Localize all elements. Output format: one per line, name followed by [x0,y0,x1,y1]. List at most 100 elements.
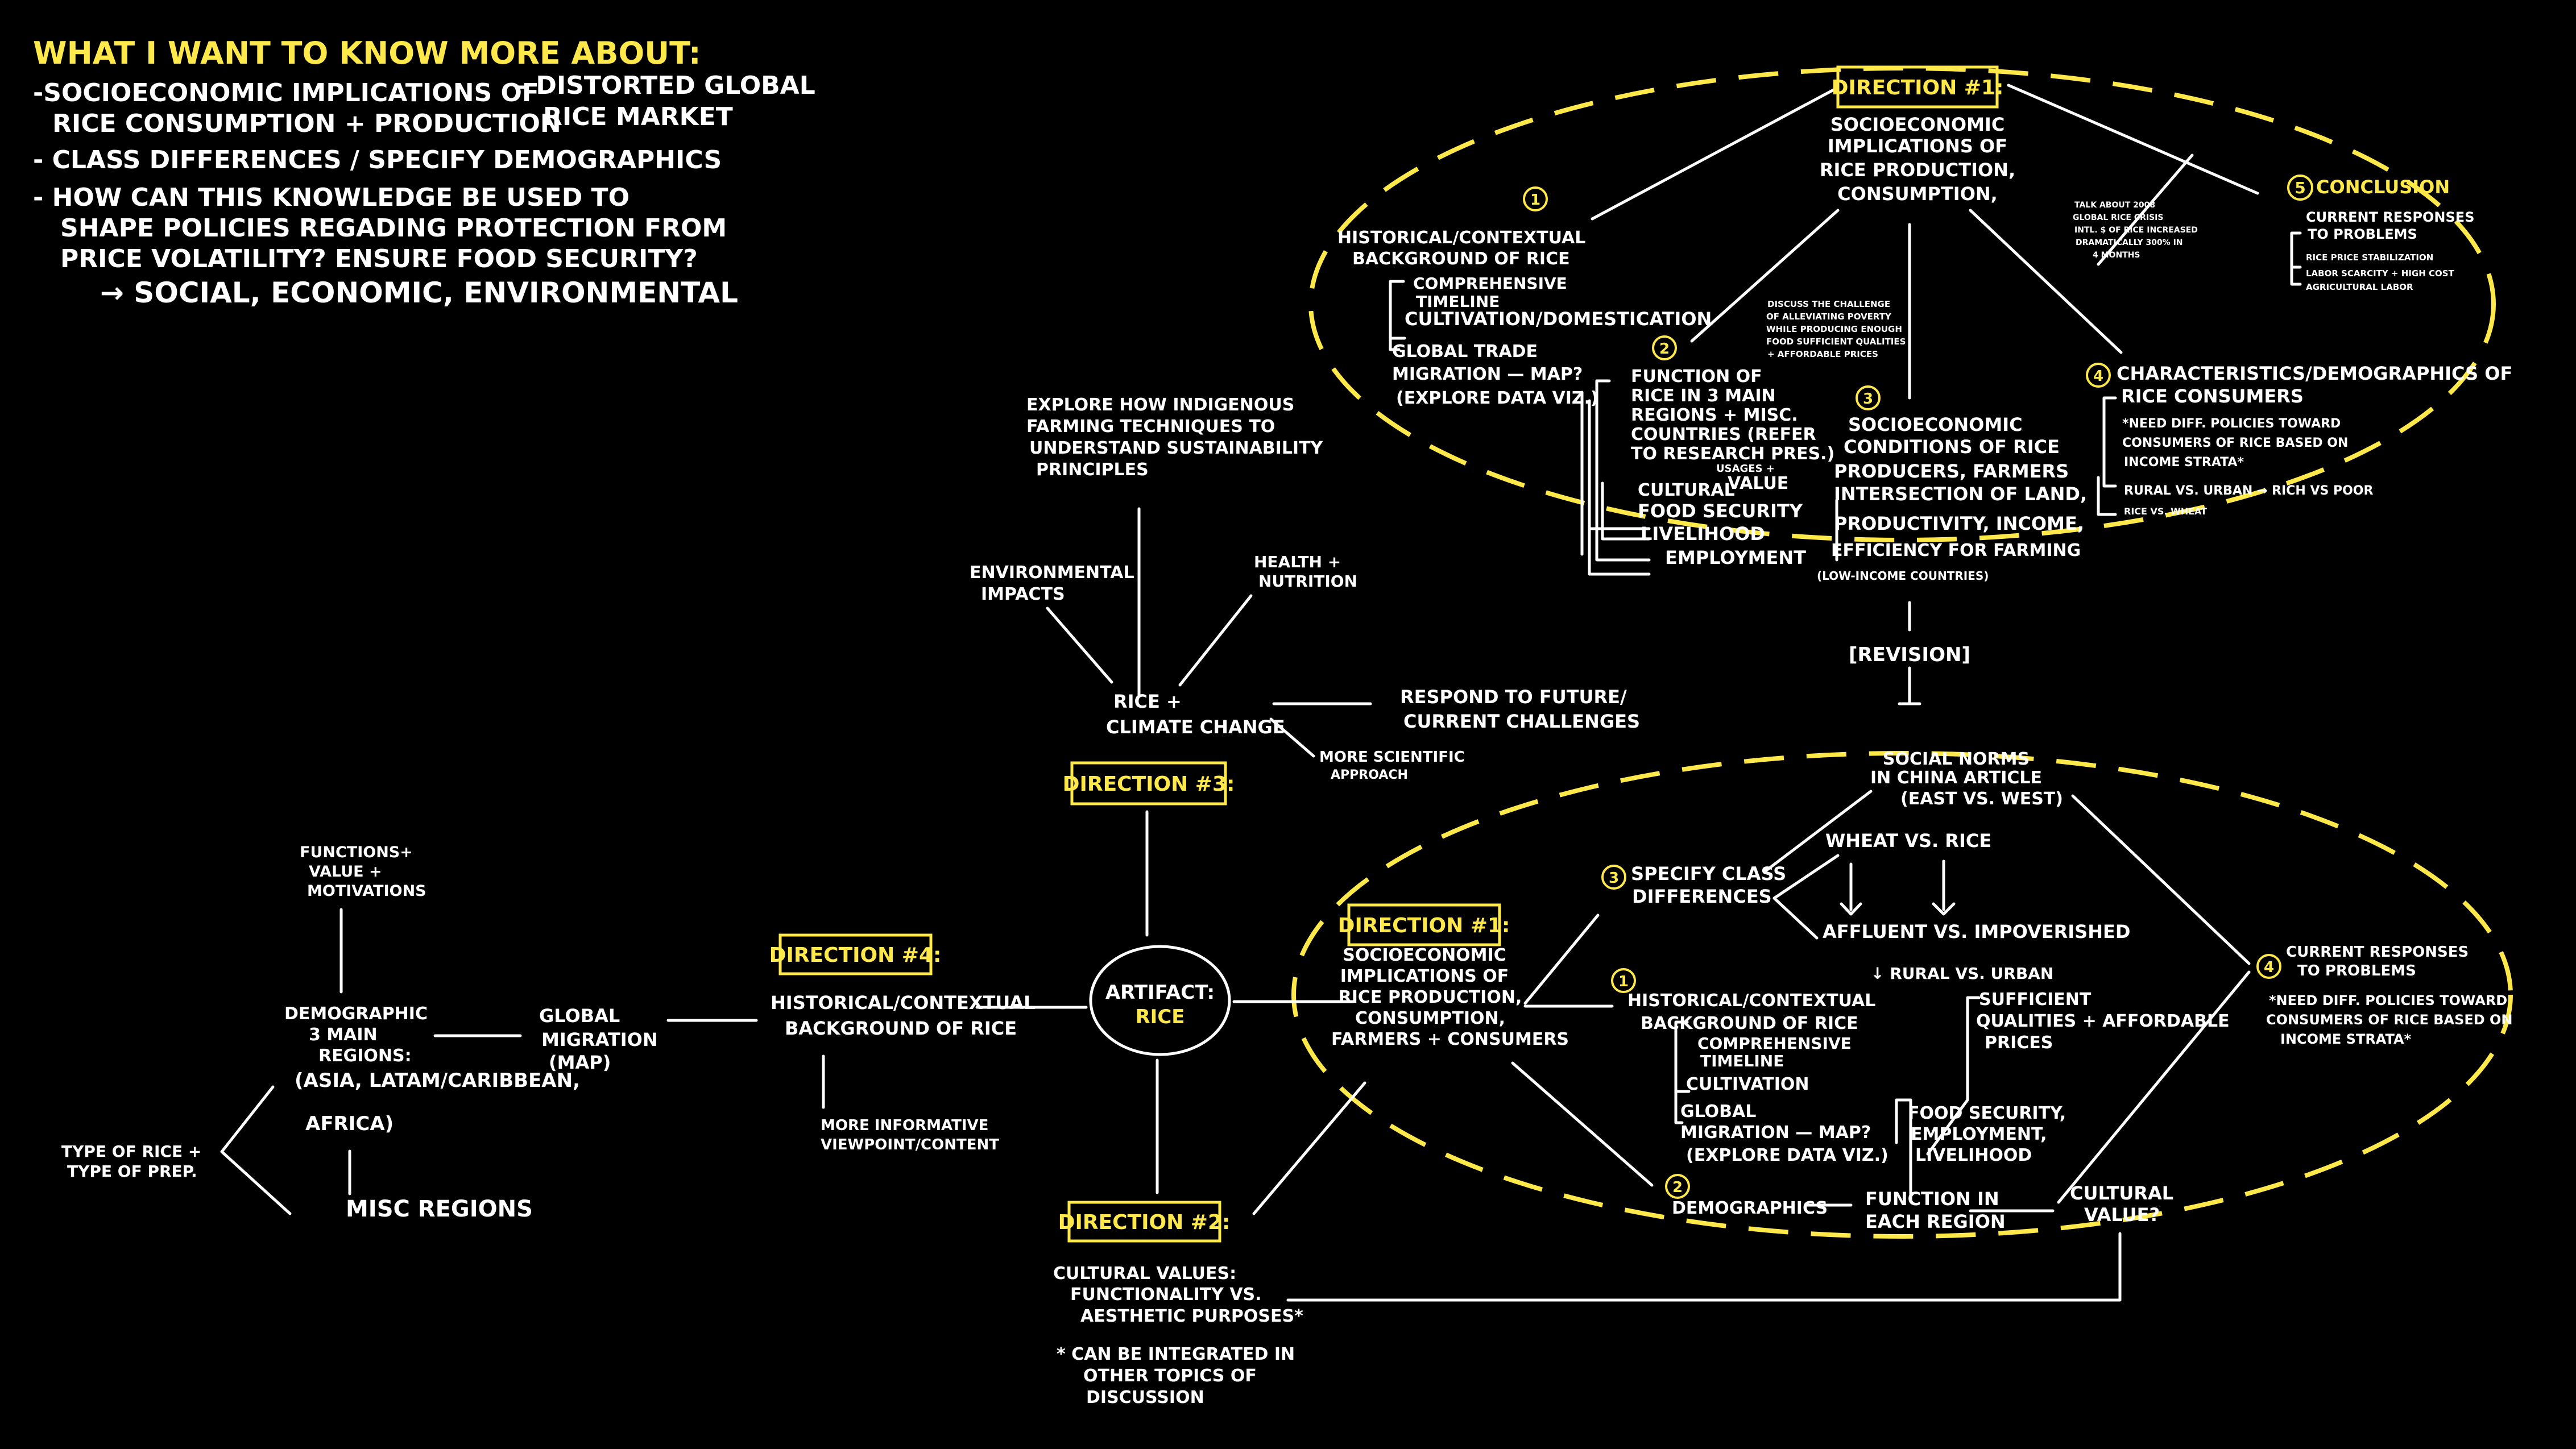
top-direction-1-main: RICE PRODUCTION, [1820,159,2015,181]
connector-lines [220,84,2302,1302]
direction-4-main: HISTORICAL/CONTEXTUAL [771,992,1035,1014]
top-char-sub: CONSUMERS OF RICE BASED ON [2122,436,2348,450]
direction-2-tag-box[interactable] [1067,1201,1221,1243]
top-char-sub: RURAL VS. URBAN → RICH VS POOR [2124,484,2374,498]
number-badge-text: 2 [1659,341,1670,358]
bottom-demographics: DEMOGRAPHICS [1672,1198,1828,1218]
direction-2-branch: DIRECTION #2: CULTURAL VALUES: FUNCTIONA… [1053,1201,1303,1408]
bottom-hist-sub: COMPREHENSIVE [1697,1034,1852,1053]
number-badge [1652,335,1677,360]
top-char-sub: INCOME STRATA* [2124,455,2244,470]
direction-4-main: BACKGROUND OF RICE [785,1018,1017,1039]
top-conc-sub: TO PROBLEMS [2308,226,2417,242]
functions-value: FUNCTIONS+ [300,844,413,861]
indigenous-techniques: EXPLORE HOW INDIGENOUS [1026,395,1294,415]
type-of-rice: TYPE OF PREP. [67,1162,197,1181]
top-crisis: INTL. $ OF RICE INCREASED [2074,226,2198,235]
demographic-regions: REGIONS: [318,1046,412,1066]
bottom-function-region: EACH REGION [1865,1211,2006,1232]
top-conc-sub: RICE PRICE STABILIZATION [2306,252,2433,263]
top-hist-sub: (EXPLORE DATA VIZ.) [1396,388,1598,408]
top-function-sub: CULTURAL [1638,480,1735,500]
bottom-social: (EAST VS. WEST) [1900,789,2063,809]
bottom-need: CONSUMERS OF RICE BASED ON [2266,1012,2513,1028]
number-badge-text: 3 [1863,391,1873,408]
demographic-regions: AFRICA) [305,1112,394,1135]
top-conc-sub: LABOR SCARCITY + HIGH COST [2306,268,2455,279]
bottom-sufficient: SUFFICIENT [1979,990,2092,1010]
top-challenge: OF ALLEVIATING POVERTY [1766,312,1892,322]
top-crisis: TALK ABOUT 2008 [2074,201,2155,210]
header-side-item: RICE MARKET [543,102,733,131]
top-low-income: (LOW-INCOME COUNTRIES) [1817,569,1989,583]
demographic-regions: 3 MAIN [309,1025,378,1045]
bottom-direction-1-tag-box[interactable] [1347,903,1501,946]
direction-4-tag: DIRECTION #4: [769,944,942,967]
bottom-hist-sub: CULTIVATION [1686,1074,1809,1094]
bottom-direction-1-main: IMPLICATIONS OF [1340,966,1509,986]
top-direction-1-tag: DIRECTION #1: [1832,76,2004,99]
top-crisis: DRAMATICALLY 300% IN [2076,238,2183,247]
bottom-need: INCOME STRATA* [2280,1031,2412,1047]
bottom-cultural: VALUE? [2084,1204,2160,1226]
top-hist-sub: TIMELINE [1416,292,1500,311]
artifact-node[interactable]: ARTIFACT: RICE [1089,945,1231,1056]
bottom-sufficient: QUALITIES + AFFORDABLE [1976,1011,2230,1031]
header-notes: WHAT I WANT TO KNOW MORE ABOUT: -SOCIOEC… [33,35,815,309]
health-nutrition: HEALTH + [1254,553,1341,571]
bottom-direction-1-main: RICE PRODUCTION, [1339,987,1522,1007]
number-badge [1601,865,1626,890]
top-function-sub: FOOD SECURITY [1638,500,1803,522]
direction-4-note: VIEWPOINT/CONTENT [821,1136,999,1153]
direction-4-tag-box[interactable] [778,933,933,975]
bottom-function-region: FUNCTION IN [1865,1188,1999,1210]
artifact-label: ARTIFACT: [1105,981,1215,1004]
header-item: - CLASS DIFFERENCES / SPECIFY DEMOGRAPHI… [33,146,722,175]
respond-challenges: RESPOND TO FUTURE/ [1400,686,1627,708]
number-badge-text: 3 [1609,870,1619,887]
number-badge-text: 2 [1672,1179,1683,1196]
top-conc-sub: AGRICULTURAL LABOR [2306,282,2413,292]
bottom-social: SOCIAL NORMS [1883,749,2030,769]
top-conditions: EFFICIENCY FOR FARMING [1831,541,2081,560]
direction-3-tag: DIRECTION #3: [1063,773,1235,796]
top-function-sub: VALUE [1728,474,1788,493]
bottom-wheat: WHEAT VS. RICE [1825,830,1991,852]
environmental-impacts: IMPACTS [981,584,1065,604]
bottom-food: EMPLOYMENT, [1911,1124,2047,1144]
header-item: → SOCIAL, ECONOMIC, ENVIRONMENTAL [100,276,738,309]
misc-regions: MISC REGIONS [346,1196,533,1222]
number-badge [2256,954,2281,979]
top-function-sub: EMPLOYMENT [1665,547,1806,568]
indigenous-techniques: PRINCIPLES [1036,460,1149,480]
scientific-approach: APPROACH [1331,768,1408,782]
direction-2-tag: DIRECTION #2: [1058,1211,1231,1234]
header-title: WHAT I WANT TO KNOW MORE ABOUT: [33,35,701,71]
direction-2-footnote: * CAN BE INTEGRATED IN [1057,1344,1295,1364]
functions-value: VALUE + [309,863,382,881]
top-function: REGIONS + MISC. [1631,405,1798,425]
artifact-value: RICE [1135,1006,1185,1028]
direction-4-branch: DIRECTION #4: HISTORICAL/CONTEXTUAL BACK… [61,844,1035,1222]
global-migration: GLOBAL [539,1005,620,1027]
number-badge-text: 4 [2093,368,2103,385]
top-hist: BACKGROUND OF RICE [1352,249,1570,269]
bottom-food: FOOD SECURITY, [1908,1103,2066,1123]
bottom-direction-1-main: SOCIOECONOMIC [1343,945,1506,965]
direction-3-tag-box[interactable] [1070,761,1227,806]
bottom-specify: DIFFERENCES [1632,886,1772,907]
bottom-rural: ↓ RURAL VS. URBAN [1871,964,2053,983]
bottom-affluent: AFFLUENT VS. IMPOVERISHED [1823,921,2130,943]
top-function-sub: LIVELIHOOD [1641,523,1765,545]
respond-challenges: CURRENT CHALLENGES [1403,711,1640,732]
top-char-sub: RICE VS. WHEAT [2124,506,2207,517]
top-direction-1-tag-box[interactable] [1836,65,1999,109]
top-hist-sub: CULTIVATION/DOMESTICATION [1405,308,1712,330]
direction-2-main: CULTURAL VALUES: [1053,1264,1236,1284]
bottom-direction-1-main: FARMERS + CONSUMERS [1331,1029,1569,1049]
direction-3-main: RICE + [1113,691,1182,712]
top-function: RICE IN 3 MAIN [1631,386,1776,406]
header-item: SHAPE POLICIES REGADING PROTECTION FROM [60,214,727,243]
header-item: RICE CONSUMPTION + PRODUCTION [52,109,561,138]
